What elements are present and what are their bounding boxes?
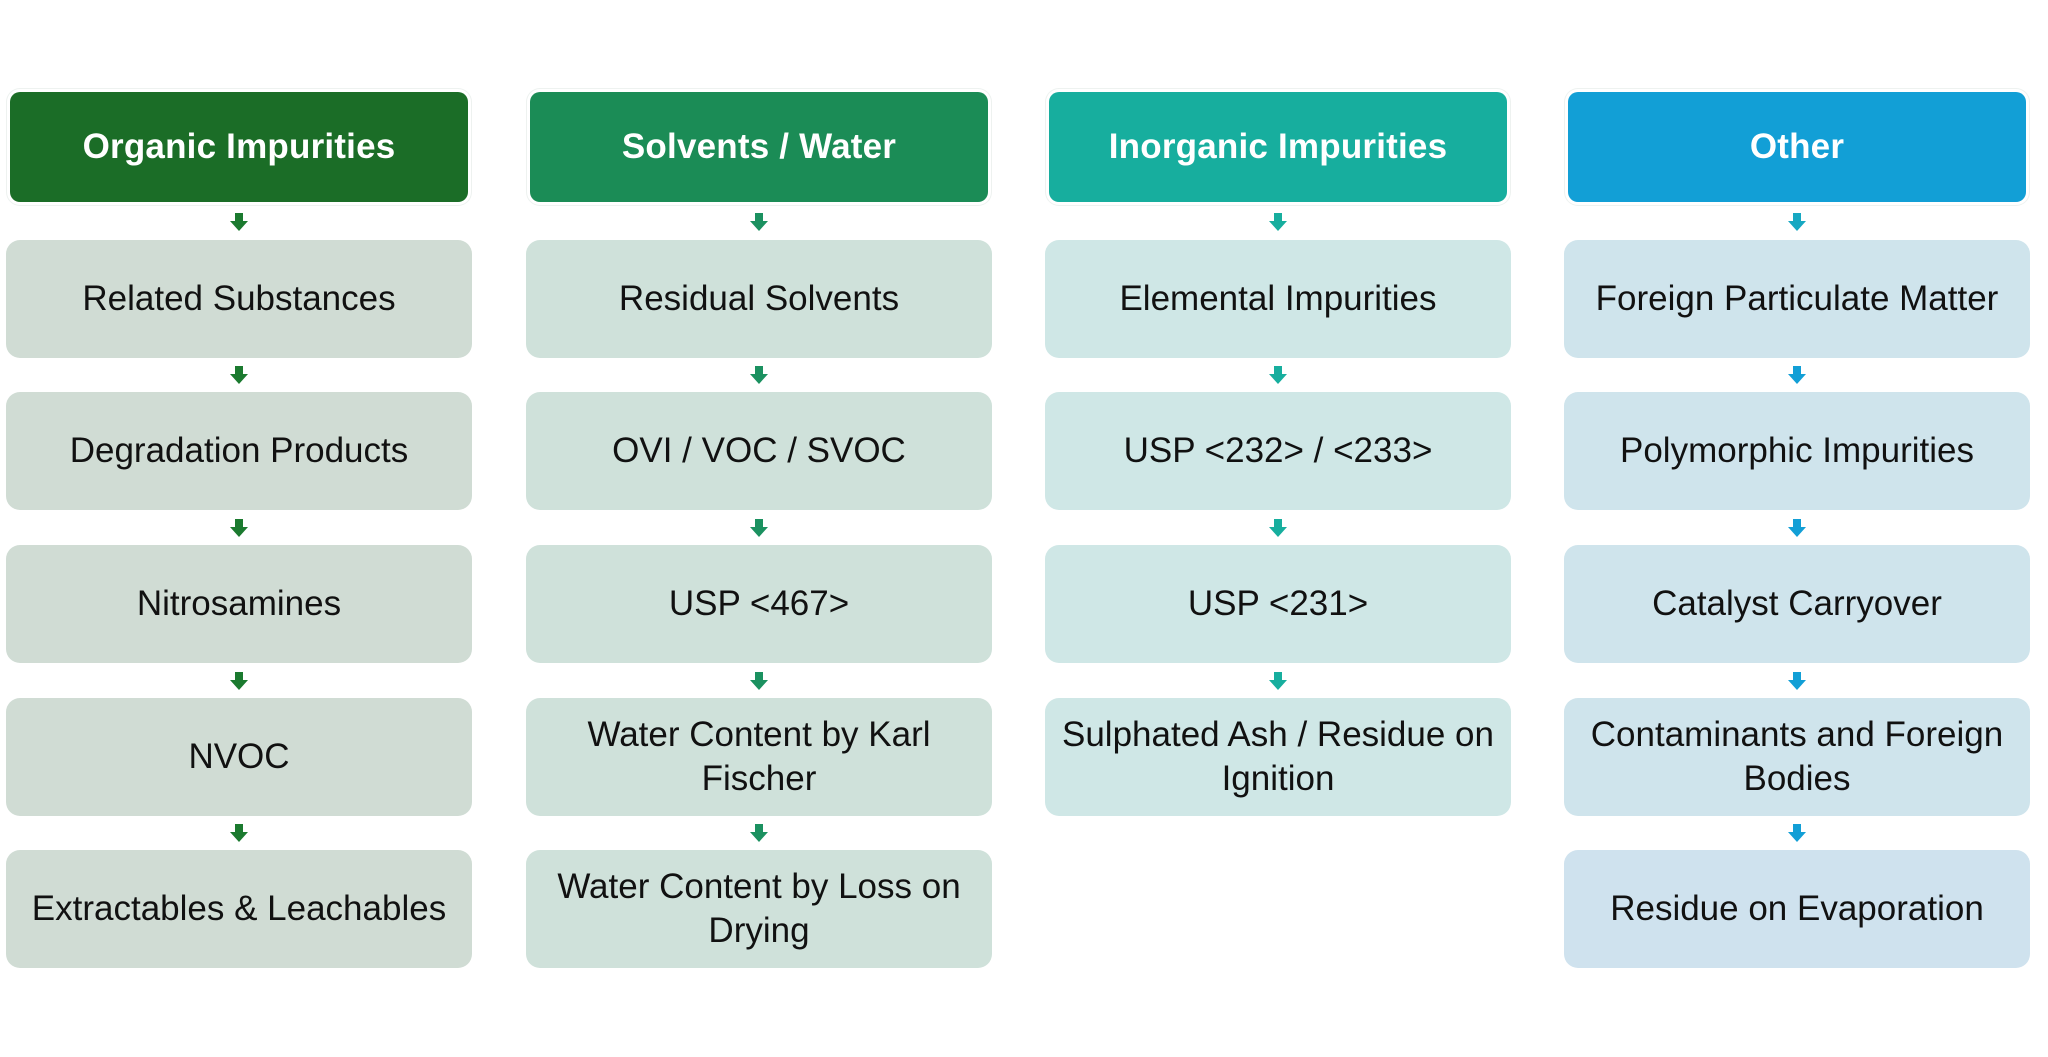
arrow-down-icon [750,824,768,842]
arrow-down-icon [1269,213,1287,231]
list-item: Foreign Particulate Matter [1564,240,2030,358]
list-item: Residue on Evaporation [1564,850,2030,968]
arrow-down-icon [1788,366,1806,384]
column-other: Other Foreign Particulate Matter Polymor… [1564,0,2030,1057]
arrow-down-icon [1788,672,1806,690]
arrow-down-icon [750,213,768,231]
column-solvents-water: Solvents / Water Residual Solvents OVI /… [526,0,992,1057]
arrow-down-icon [1788,213,1806,231]
column-header: Inorganic Impurities [1049,92,1507,202]
column-header: Other [1568,92,2026,202]
arrow-down-icon [1788,824,1806,842]
arrow-down-icon [1269,366,1287,384]
arrow-down-icon [1788,519,1806,537]
list-item: Polymorphic Impurities [1564,392,2030,510]
list-item: Contaminants and Foreign Bodies [1564,698,2030,816]
list-item: Residual Solvents [526,240,992,358]
list-item: Nitrosamines [6,545,472,663]
column-organic-impurities: Organic Impurities Related Substances De… [6,0,472,1057]
list-item: Water Content by Loss on Drying [526,850,992,968]
list-item: USP <232> / <233> [1045,392,1511,510]
list-item: Extractables & Leachables [6,850,472,968]
arrow-down-icon [750,672,768,690]
list-item: Degradation Products [6,392,472,510]
arrow-down-icon [750,519,768,537]
list-item: Elemental Impurities [1045,240,1511,358]
arrow-down-icon [1269,519,1287,537]
column-inorganic-impurities: Inorganic Impurities Elemental Impuritie… [1045,0,1511,1057]
arrow-down-icon [230,366,248,384]
list-item: Related Substances [6,240,472,358]
list-item: NVOC [6,698,472,816]
column-header: Organic Impurities [10,92,468,202]
list-item: Water Content by Karl Fischer [526,698,992,816]
column-header: Solvents / Water [530,92,988,202]
arrow-down-icon [230,672,248,690]
arrow-down-icon [230,519,248,537]
list-item: Catalyst Carryover [1564,545,2030,663]
arrow-down-icon [750,366,768,384]
list-item: USP <467> [526,545,992,663]
list-item: USP <231> [1045,545,1511,663]
arrow-down-icon [1269,672,1287,690]
list-item: OVI / VOC / SVOC [526,392,992,510]
list-item: Sulphated Ash / Residue on Ignition [1045,698,1511,816]
arrow-down-icon [230,213,248,231]
arrow-down-icon [230,824,248,842]
